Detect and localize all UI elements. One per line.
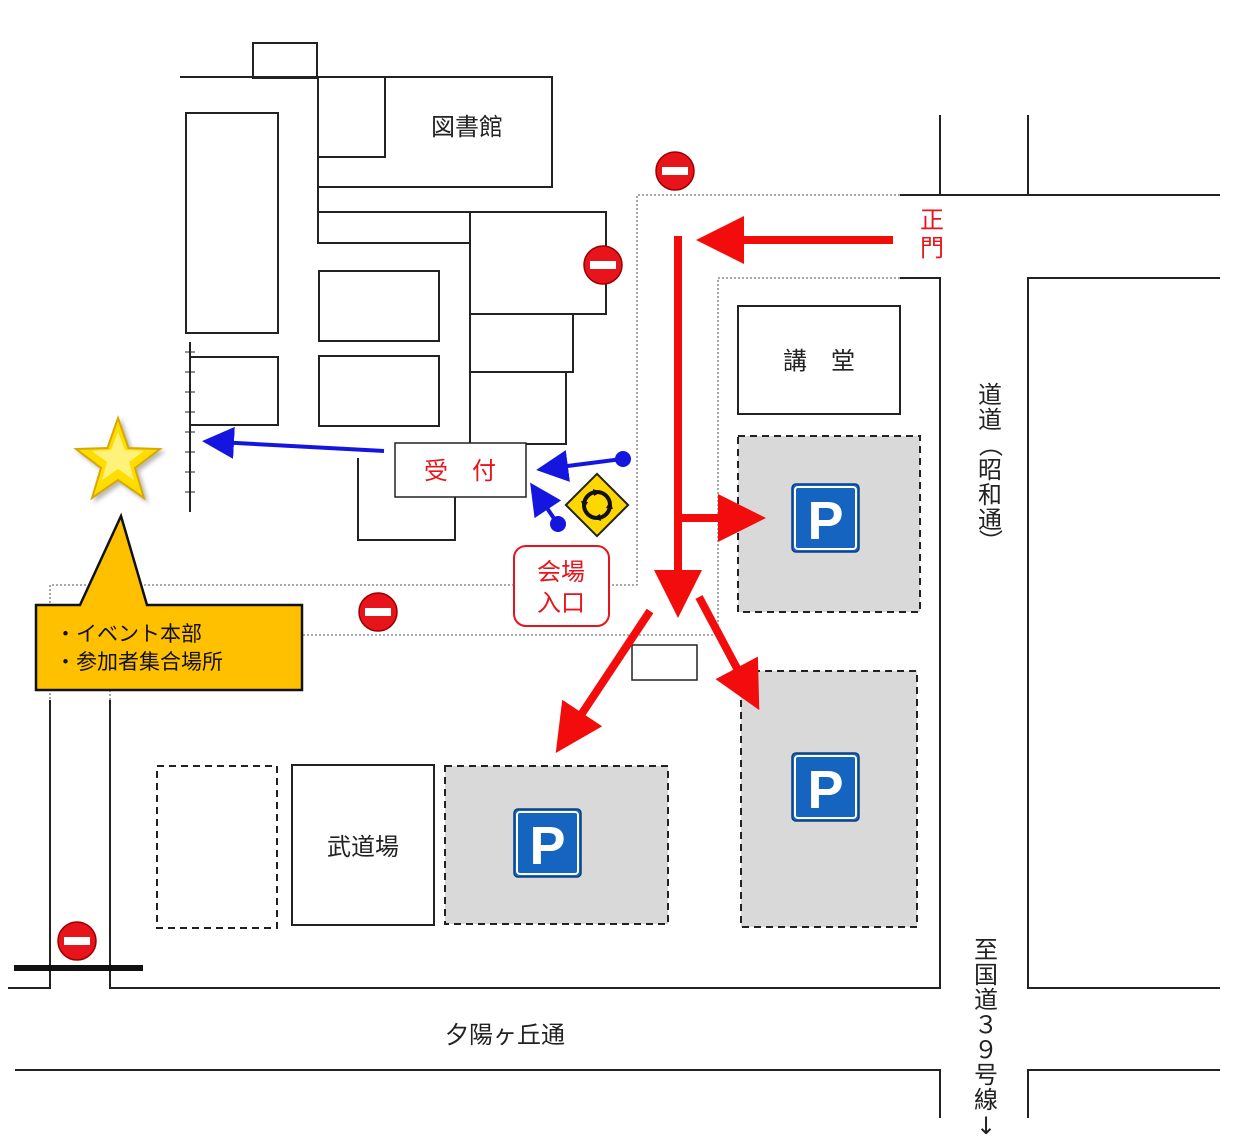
parking-letter: P [807,491,843,551]
parking-area-east-lower: P [740,670,918,928]
event-hq-callout: ・イベント本部 ・参加者集合場所 [34,512,304,692]
auditorium: 講 堂 [737,305,901,415]
callout-line1: ・イベント本部 [55,622,202,646]
to-route-char: ９ [974,1036,998,1064]
no-entry-icon [358,592,398,632]
south-road-label: 夕陽ヶ丘通 [445,1021,565,1049]
small-building [631,644,698,681]
empty-lot [156,765,278,929]
walk-start-dot [615,451,631,467]
parking-icon: P [791,752,860,822]
east-road-char: （ [976,433,1004,457]
venue-entrance-badge: 会場 入口 [513,545,610,627]
arrow-to-parking-south [555,608,654,753]
east-road-char: 道 [978,381,1002,409]
parking-letter: P [529,816,565,876]
no-entry-signs [57,151,695,961]
entry-route-arrows [555,216,893,753]
parking-icon: P [513,808,582,878]
main-gate-line1: 正 [920,206,944,234]
callout-line2: ・参加者集合場所 [55,650,223,674]
venue-entrance-line1: 会場 [537,558,585,586]
to-route-char: ３ [974,1011,998,1039]
roundabout-sign-icon [564,472,630,538]
to-route-char: 国 [974,961,998,989]
parking-area-south: P [444,765,669,925]
budojo: 武道場 [291,764,435,926]
main-gate-line2: 門 [920,234,944,262]
to-route-char: 号 [974,1061,998,1089]
arrow-to-reception-upper [536,450,623,482]
to-route-arrow: ↓ [976,1112,996,1140]
east-road-label: 道 道 （ 昭 和 通 ） [976,381,1004,553]
to-route-label: 至 国 道 ３ ９ 号 線 ↓ [974,936,998,1140]
wall-hatch [185,351,195,493]
east-road-char: 和 [978,481,1002,509]
parking-area-east-upper: P [737,435,921,613]
budojo-label: 武道場 [327,833,399,861]
arrow-to-parking-east-lower [695,595,760,711]
roads [8,115,1220,1118]
to-route-char: 道 [974,986,998,1014]
parking-letter: P [807,760,843,820]
east-road-char: 昭 [978,456,1002,484]
building-outlines [180,42,607,541]
no-entry-icon [583,245,623,285]
auditorium-label: 講 堂 [783,347,855,375]
library-label: 図書館 [431,113,503,141]
east-road-char: ） [976,529,1004,553]
no-entry-icon [655,151,695,191]
to-route-char: 至 [974,936,998,964]
parking-icon: P [791,483,860,553]
east-road-char: 道 [978,406,1002,434]
arrow-reception-to-hq [202,426,385,459]
reception-label: 受 付 [424,457,496,485]
star-icon [73,414,163,501]
venue-entrance-line2: 入口 [537,589,585,617]
walk-start-dot [550,516,566,532]
east-road-char: 通 [978,506,1002,534]
to-route-char: 線 [974,1086,998,1114]
reception-box: 受 付 [394,442,527,498]
no-entry-icon [57,921,97,961]
